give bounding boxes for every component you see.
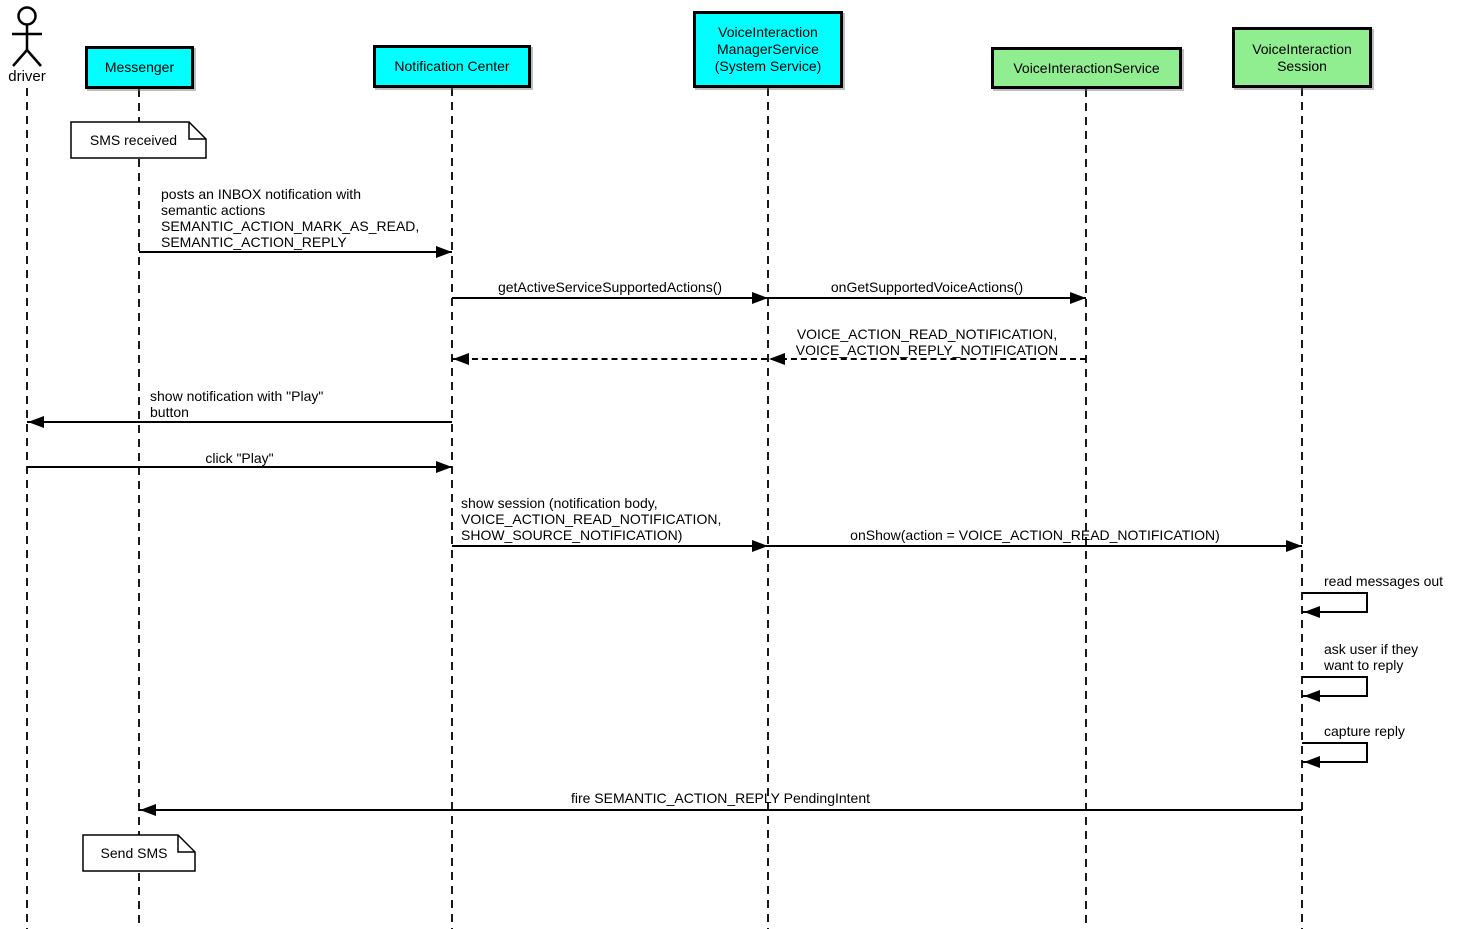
message-label: onShow(action = VOICE_ACTION_READ_NOTIFI… [850, 527, 1220, 543]
arrowhead-left-icon [1304, 756, 1320, 768]
message-label: onGetSupportedVoiceActions() [830, 279, 1024, 295]
message-label: capture reply [1324, 723, 1405, 739]
arrowhead-right-icon [436, 246, 452, 258]
message-line [27, 421, 452, 423]
lifeline-voice-interaction-manager-service [767, 88, 769, 929]
arrowhead-left-icon [1304, 606, 1320, 618]
lifeline-messenger [138, 89, 140, 929]
message-label: read messages out [1324, 573, 1444, 589]
note-label: Send SMS [100, 845, 168, 861]
arrowhead-left-icon [453, 353, 469, 365]
message-label: VOICE_ACTION_READ_NOTIFICATION, VOICE_AC… [795, 326, 1059, 358]
message-label: ask user if they want to reply [1324, 641, 1419, 673]
participant-voice-interaction-service: VoiceInteractionService [991, 47, 1182, 89]
message-label: getActiveServiceSupportedActions() [497, 279, 723, 295]
message-label: click "Play" [205, 450, 274, 466]
arrowhead-right-icon [1286, 540, 1302, 552]
note-shape-icon [70, 121, 207, 159]
arrowhead-right-icon [436, 461, 452, 473]
note-send-sms: Send SMS [82, 834, 196, 872]
note-label: SMS received [89, 132, 178, 148]
note-shape-icon [82, 834, 196, 872]
participant-voice-interaction-session: VoiceInteraction Session [1232, 27, 1372, 88]
message-line [139, 809, 1302, 811]
message-line [139, 251, 452, 253]
lifeline-notification-center [451, 88, 453, 929]
arrowhead-right-icon [752, 540, 768, 552]
participant-messenger: Messenger [85, 46, 194, 89]
arrowhead-left-icon [28, 416, 44, 428]
lifeline-driver [26, 88, 28, 929]
lifeline-voice-interaction-service [1085, 89, 1087, 929]
note-sms-received: SMS received [70, 121, 207, 159]
arrowhead-right-icon [1070, 292, 1086, 304]
message-line [768, 297, 1086, 299]
participant-notification-center: Notification Center [373, 45, 531, 88]
message-label: show notification with "Play" button [150, 388, 324, 420]
self-message-loop [1302, 742, 1368, 763]
arrowhead-left-icon [769, 353, 785, 365]
message-line [768, 545, 1302, 547]
message-line [452, 545, 768, 547]
message-label: fire SEMANTIC_ACTION_REPLY PendingIntent [570, 790, 871, 806]
arrowhead-right-icon [752, 292, 768, 304]
lifeline-voice-interaction-session [1301, 88, 1303, 929]
self-message-loop [1302, 592, 1368, 613]
message-line [452, 297, 768, 299]
actor-driver-label: driver [8, 68, 46, 85]
message-line [27, 466, 452, 468]
arrowhead-left-icon [140, 804, 156, 816]
participant-voice-interaction-manager-service: VoiceInteraction ManagerService (System … [693, 11, 843, 88]
actor-icon [12, 6, 42, 67]
message-label: posts an INBOX notification with semanti… [161, 186, 420, 250]
self-message-loop [1302, 676, 1368, 697]
message-label: show session (notification body, VOICE_A… [461, 495, 722, 543]
arrowhead-left-icon [1304, 690, 1320, 702]
